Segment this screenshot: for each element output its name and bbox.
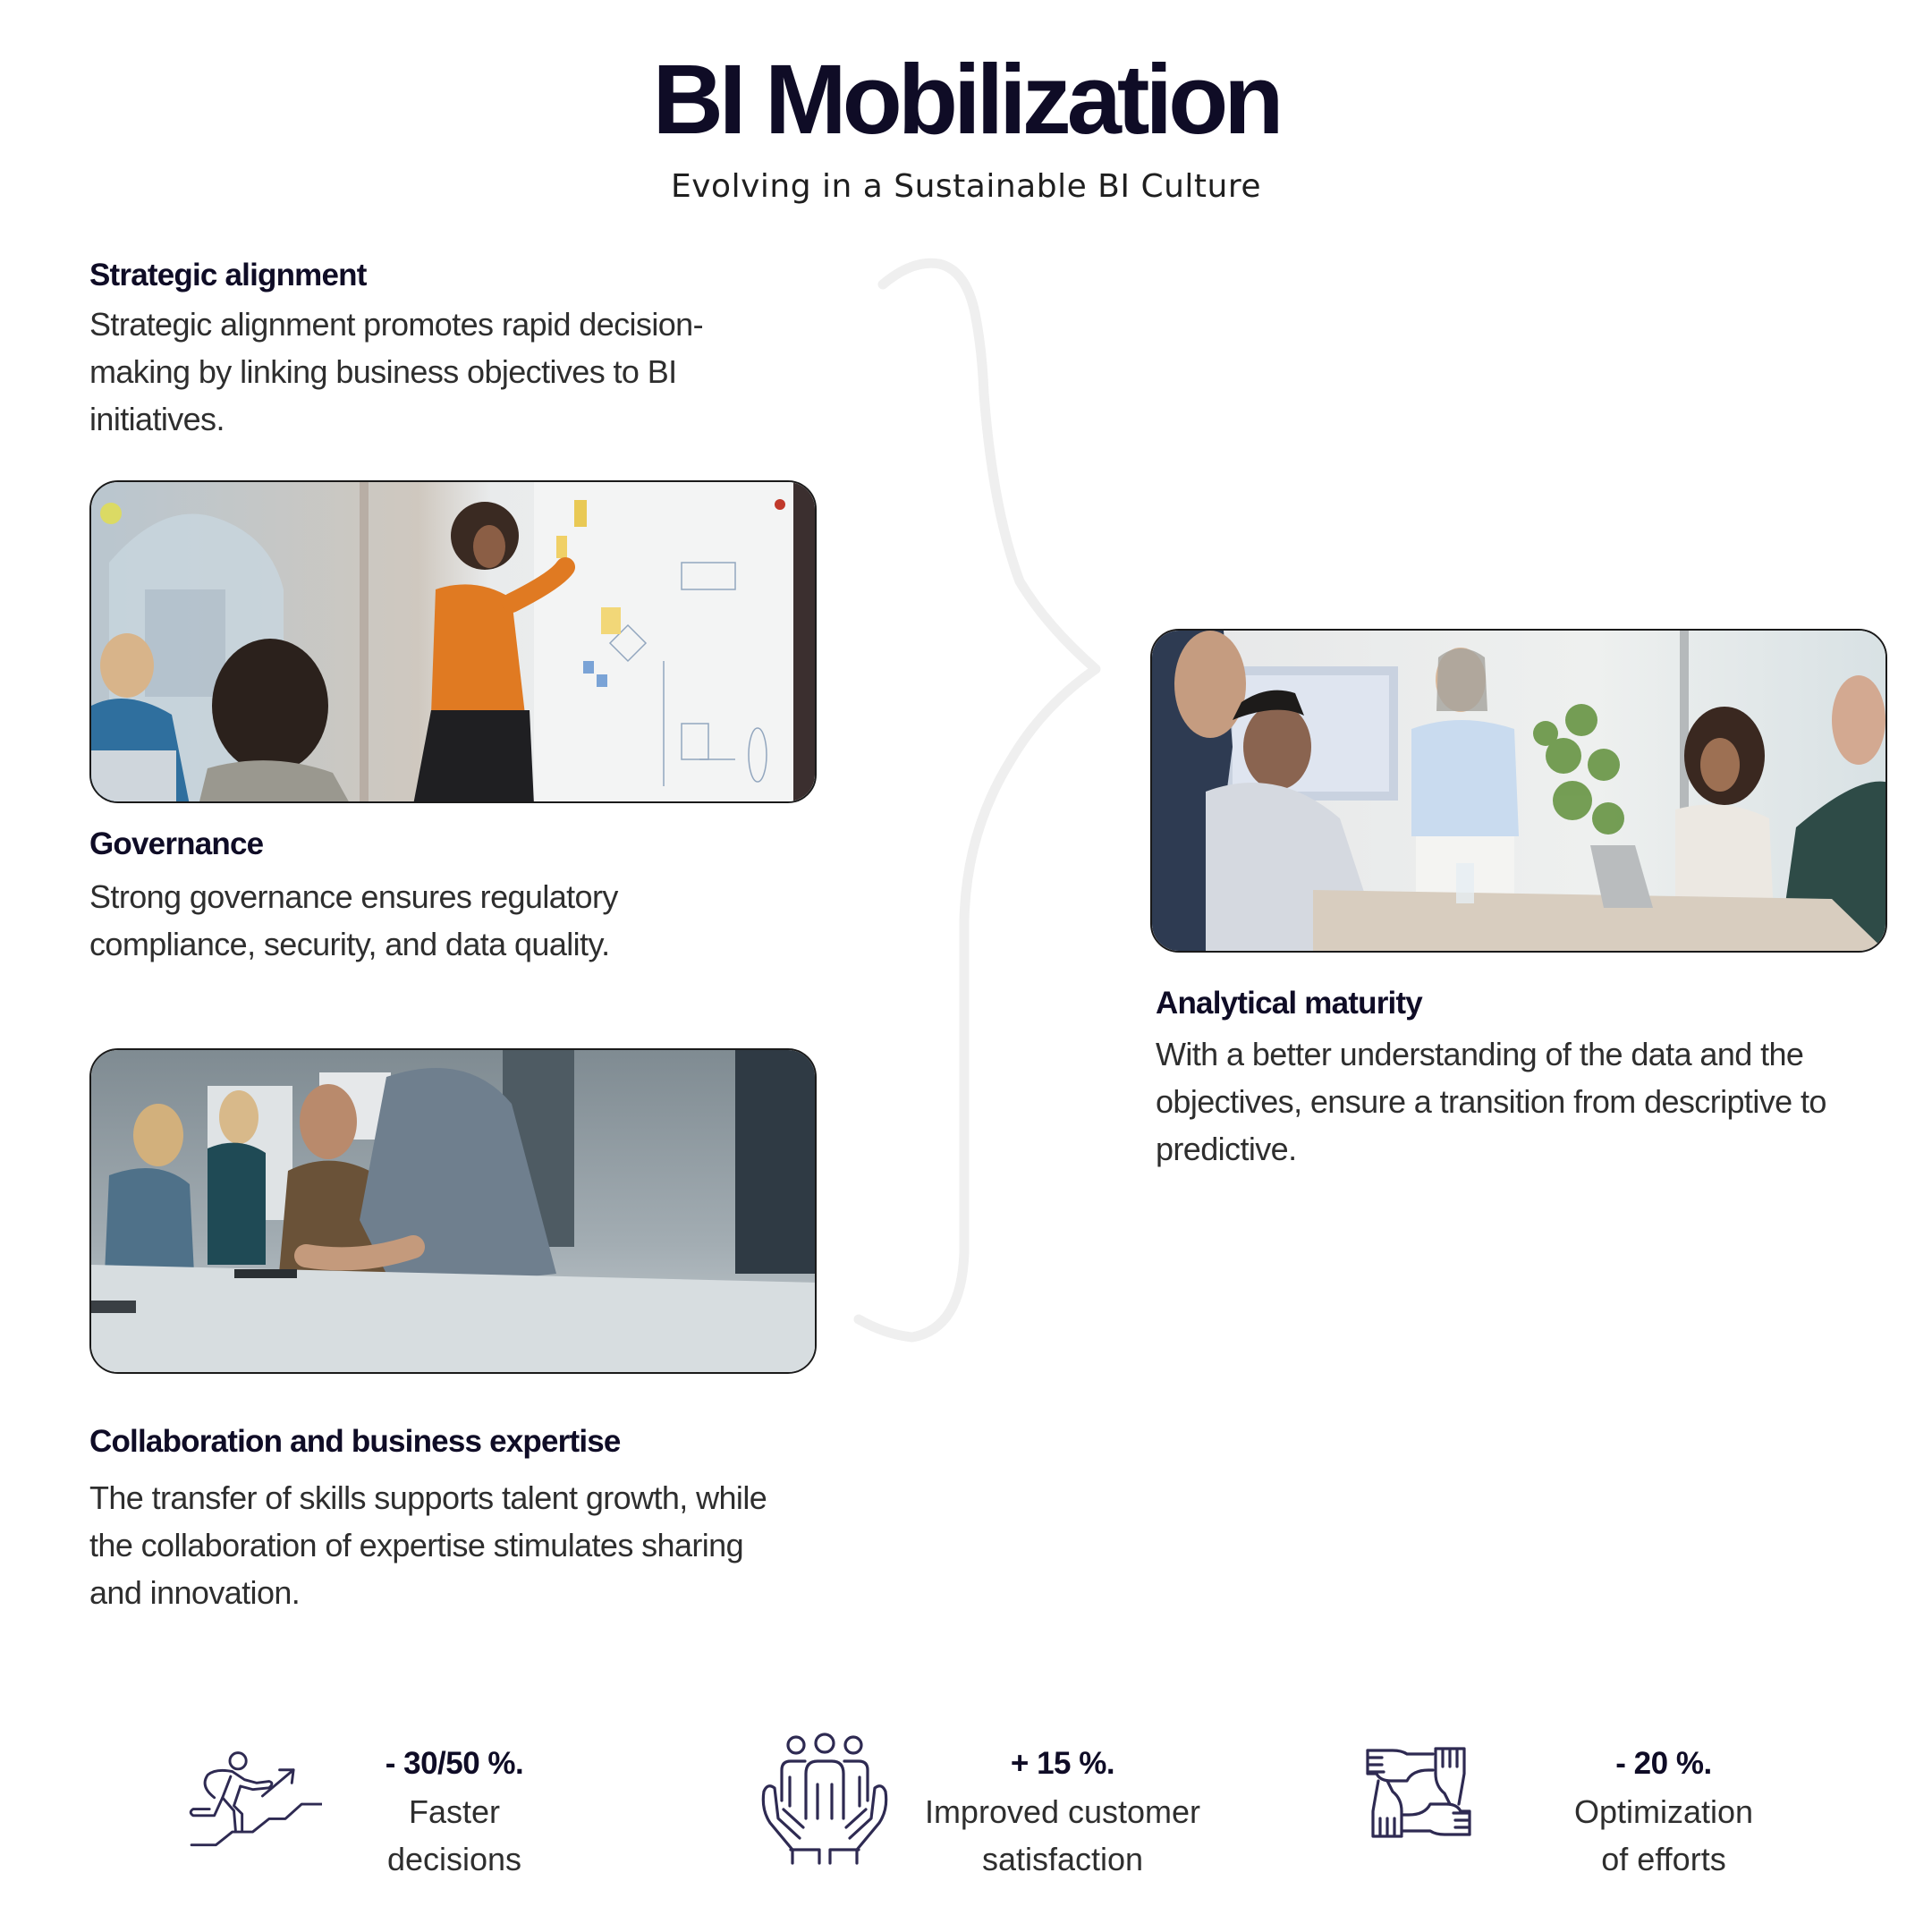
stat-faster-decisions: - 30/50 %. Faster decisions [356,1744,553,1883]
whiteboard-presentation-photo [89,480,817,803]
photo-illustration [91,482,815,801]
description-line: Strategic alignment promotes rapid decis… [89,306,704,343]
page-subtitle: Evolving in a Sustainable BI Culture [671,168,1261,205]
description-line: and innovation. [89,1574,301,1611]
stat-value: - 20 %. [1615,1746,1712,1781]
stat-customer-satisfaction: + 15 %. Improved customer satisfaction [906,1744,1219,1883]
section-collaboration: Collaboration and business expertise The… [89,1422,841,1616]
description-line: With a better understanding of the data … [1156,1036,1804,1072]
section-heading: Strategic alignment [89,258,367,292]
stat-label: Faster decisions [356,1788,553,1883]
section-description: Strong governance ensures regulatory com… [89,873,823,968]
section-analytical-maturity: Analytical maturity With a better unders… [1156,984,1907,1173]
stat-value: + 15 %. [1010,1746,1115,1781]
section-governance: Governance Strong governance ensures reg… [89,825,823,968]
stat-label-line: Improved customer [924,1793,1201,1830]
photo-illustration [1152,631,1885,951]
stat-optimization-of-efforts: - 20 %. Optimization of efforts [1556,1744,1771,1883]
page-title: BI Mobilization [652,45,1284,155]
section-strategic-alignment: Strategic alignment Strategic alignment … [89,256,823,443]
section-heading: Analytical maturity [1156,986,1423,1021]
description-line: predictive. [1156,1131,1297,1167]
section-description: With a better understanding of the data … [1156,1030,1907,1173]
section-heading: Governance [89,826,264,861]
photo-illustration [91,1050,815,1372]
stat-value: - 30/50 %. [385,1746,524,1781]
description-line: initiatives. [89,401,225,437]
stat-label-line: Faster [408,1793,501,1830]
section-description: The transfer of skills supports talent g… [89,1474,841,1616]
stat-label: Improved customer satisfaction [906,1788,1219,1883]
section-description: Strategic alignment promotes rapid decis… [89,301,823,443]
section-heading: Collaboration and business expertise [89,1424,621,1459]
team-meeting-photo [89,1048,817,1374]
stat-label-line: Optimization [1573,1793,1754,1830]
curly-brace-connector [853,258,1101,1343]
description-line: compliance, security, and data quality. [89,926,610,962]
stat-label-line: decisions [386,1841,522,1877]
description-line: Strong governance ensures regulatory [89,878,618,915]
description-line: making by linking business objectives to… [89,353,677,390]
description-line: objectives, ensure a transition from des… [1156,1083,1826,1120]
stat-label-line: satisfaction [981,1841,1144,1877]
four-hands-teamwork-icon [1366,1747,1471,1843]
description-line: the collaboration of expertise stimulate… [89,1527,744,1563]
stat-label-line: of efforts [1601,1841,1726,1877]
hands-holding-people-icon [757,1729,895,1872]
description-line: The transfer of skills supports talent g… [89,1479,767,1516]
office-discussion-photo [1150,629,1887,953]
running-up-stairs-icon [183,1744,324,1860]
stat-label: Optimization of efforts [1556,1788,1771,1883]
